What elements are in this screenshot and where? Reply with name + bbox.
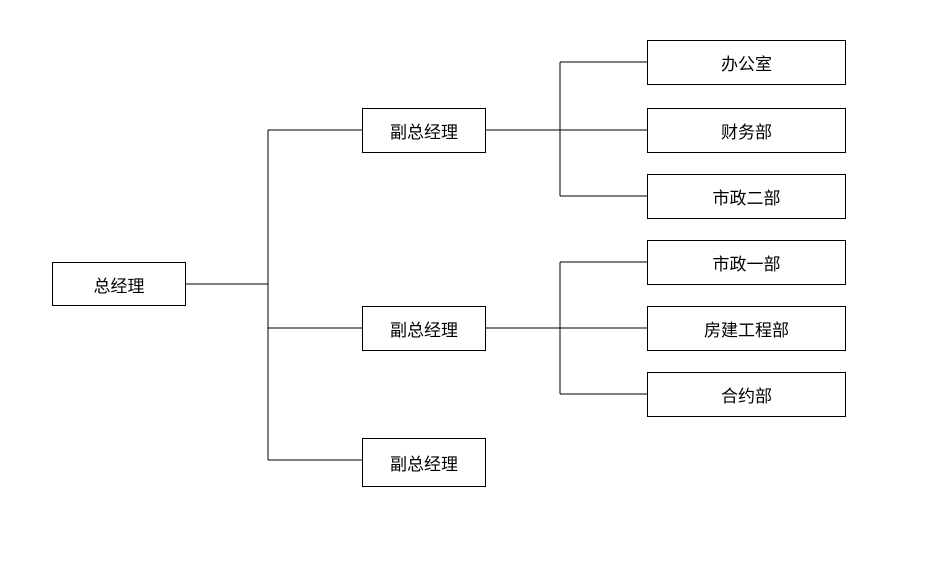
department-node: 合约部 bbox=[647, 372, 846, 417]
deputy-label: 副总经理 bbox=[390, 123, 458, 143]
department-node: 办公室 bbox=[647, 40, 846, 85]
department-node: 市政二部 bbox=[647, 174, 846, 219]
department-label: 办公室 bbox=[721, 55, 772, 75]
department-label: 房建工程部 bbox=[704, 321, 789, 341]
department-label: 财务部 bbox=[721, 123, 772, 143]
department-label: 市政一部 bbox=[712, 255, 781, 275]
department-node: 财务部 bbox=[647, 108, 846, 153]
deputy-label: 副总经理 bbox=[390, 321, 458, 341]
deputy-label: 副总经理 bbox=[390, 455, 458, 475]
deputy-node-2: 副总经理 bbox=[362, 306, 486, 351]
deputy-node-1: 副总经理 bbox=[362, 108, 486, 153]
department-label: 市政二部 bbox=[712, 189, 781, 209]
deputy-node-3: 副总经理 bbox=[362, 438, 486, 487]
root-label: 总经理 bbox=[93, 276, 145, 297]
department-node: 房建工程部 bbox=[647, 306, 846, 351]
root-node: 总经理 bbox=[52, 262, 186, 306]
department-node: 市政一部 bbox=[647, 240, 846, 285]
department-label: 合约部 bbox=[721, 387, 772, 407]
